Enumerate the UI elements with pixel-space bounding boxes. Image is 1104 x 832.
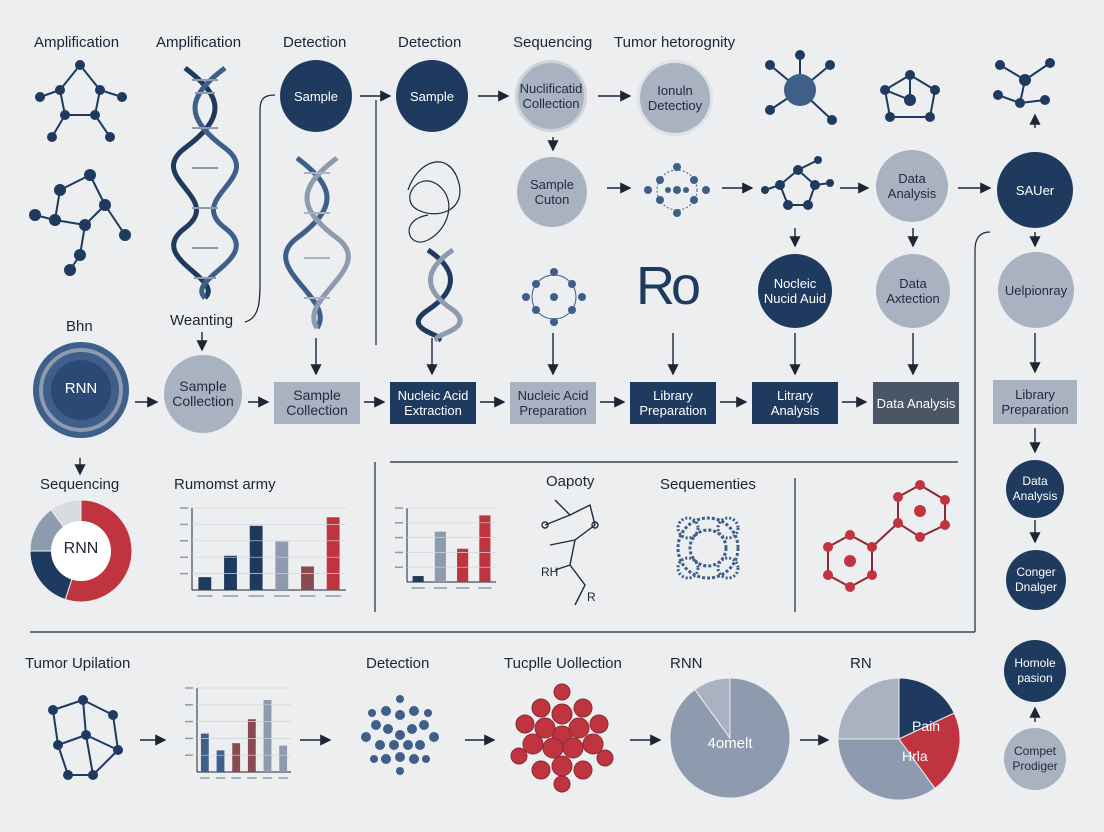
pie-slice — [837, 738, 936, 801]
rnn-ring-label: RNN — [64, 380, 98, 397]
pie1-label: 4omelt — [707, 735, 753, 752]
data-analysis-node[interactable]: Data Analysis — [876, 150, 948, 222]
red-sphere-cluster-icon — [510, 683, 614, 793]
pie-chart-1 — [669, 677, 791, 799]
label-sequencing: Sequencing — [513, 34, 593, 51]
nanoparticle-icon — [676, 516, 740, 580]
nanoparticle-icon — [522, 268, 586, 326]
label-amplification-1: Amplification — [34, 34, 120, 51]
label-tumor-upilation: Tumor Upilation — [25, 655, 131, 672]
donut-center-label: RNN — [63, 540, 99, 557]
nucleic-collection-node[interactable]: Nuclificatid Collection — [515, 60, 587, 132]
dna-tangle-icon — [407, 161, 463, 343]
bar — [457, 548, 469, 582]
bar — [232, 743, 241, 772]
compet-node[interactable]: Compet Prodiger — [1004, 728, 1066, 790]
pie-slice — [694, 677, 731, 740]
r-label: R — [587, 590, 596, 604]
label-weanting: Weanting — [170, 312, 234, 329]
nucleic-acid-preparation-step[interactable]: Nucleic Acid Preparation — [510, 382, 596, 424]
rh-label: RH — [541, 565, 559, 579]
library-preparation-right-step[interactable]: Library Preparation — [993, 380, 1077, 424]
bar — [275, 541, 289, 590]
dna-helix-icon — [283, 156, 351, 330]
bar — [434, 531, 446, 582]
bar-chart-2 — [395, 507, 496, 589]
bar — [198, 577, 212, 590]
sample-collection-node[interactable]: Sample Collection — [164, 355, 242, 433]
data-analysis-right-node[interactable]: Data Analysis — [1006, 460, 1064, 518]
label-tumor-heterogeneity: Tumor hetorognity — [614, 34, 736, 51]
molecule-icon — [993, 58, 1055, 108]
chemical-structure-icon — [541, 499, 599, 606]
label-rnn-bottom: RNN — [670, 655, 703, 672]
label-tucple-uollection: Tucplle Uollection — [504, 655, 622, 672]
bar — [412, 576, 424, 582]
bar — [216, 750, 225, 772]
uelpionray-node[interactable]: Uelpionray — [998, 252, 1074, 328]
sauer-node[interactable]: SAUer — [997, 152, 1073, 228]
tumor-detection-node[interactable]: Ionuln Detectioy — [637, 60, 713, 136]
bar — [247, 719, 256, 772]
bar — [301, 566, 314, 590]
conger-node[interactable]: Conger Dnalger — [1006, 550, 1066, 610]
library-analysis-step[interactable]: Litrary Analysis — [752, 382, 838, 424]
bar — [479, 515, 491, 582]
label-rumomst: Rumomst army — [174, 476, 276, 493]
bar — [200, 733, 209, 772]
molecule-icon — [880, 70, 940, 122]
pie2-label-a: Pain — [912, 718, 941, 734]
bar-chart-3 — [185, 687, 291, 779]
nucleic-acid-extraction-step[interactable]: Nucleic Acid Extraction — [390, 382, 476, 424]
sample-cuton-node[interactable]: Sample Cuton — [517, 157, 587, 227]
label-detection-2: Detection — [398, 34, 462, 51]
label-rn: RN — [850, 655, 872, 672]
sequencing-donut-chart — [29, 499, 133, 603]
nucleic-acid-node[interactable]: Nocleic Nucid Auid — [758, 254, 832, 328]
sample-node-1[interactable]: Sample — [280, 60, 352, 132]
pie-chart-2 — [837, 677, 961, 801]
library-preparation-step[interactable]: Library Preparation — [630, 382, 716, 424]
molecule-icon — [761, 156, 834, 210]
nanoparticle-icon — [644, 163, 710, 217]
label-bhn: Bhn — [66, 318, 93, 335]
rnn-ring-icon — [33, 342, 129, 438]
label-oapoty: Oapoty — [546, 473, 595, 490]
molecule-icon — [29, 169, 131, 276]
data-extraction-node[interactable]: Data Axtection — [876, 254, 950, 328]
sample-node-2[interactable]: Sample — [396, 60, 468, 132]
label-sequencing-2: Sequencing — [40, 476, 120, 493]
pie2-label-b: Hrla — [902, 748, 928, 764]
bar — [279, 745, 288, 772]
bar — [249, 525, 263, 590]
red-molecule-icon — [823, 480, 950, 592]
sample-collection-step[interactable]: Sample Collection — [274, 382, 360, 424]
homole-node[interactable]: Homole pasion — [1004, 640, 1066, 702]
pie-slice — [898, 677, 955, 740]
bar — [326, 517, 340, 590]
pie-slice — [837, 677, 900, 740]
dna-helix-icon — [170, 66, 240, 300]
ro-glyph: Ro — [636, 256, 701, 316]
label-detection-1: Detection — [283, 34, 347, 51]
pie-slice — [898, 712, 961, 790]
bar — [224, 555, 237, 590]
data-analysis-step[interactable]: Data Analysis — [873, 382, 959, 424]
label-sequementies: Sequementies — [660, 476, 756, 493]
pie-slice — [669, 677, 791, 799]
label-amplification-2: Amplification — [156, 34, 242, 51]
bar-chart-1 — [180, 507, 346, 597]
label-detection-bottom: Detection — [366, 655, 430, 672]
network-molecule-icon — [48, 695, 123, 780]
molecule-icon — [765, 50, 837, 125]
molecule-icon — [35, 60, 127, 142]
nanoparticle-cluster-icon — [361, 695, 439, 775]
bar — [263, 700, 272, 772]
donut-hole — [51, 521, 111, 581]
